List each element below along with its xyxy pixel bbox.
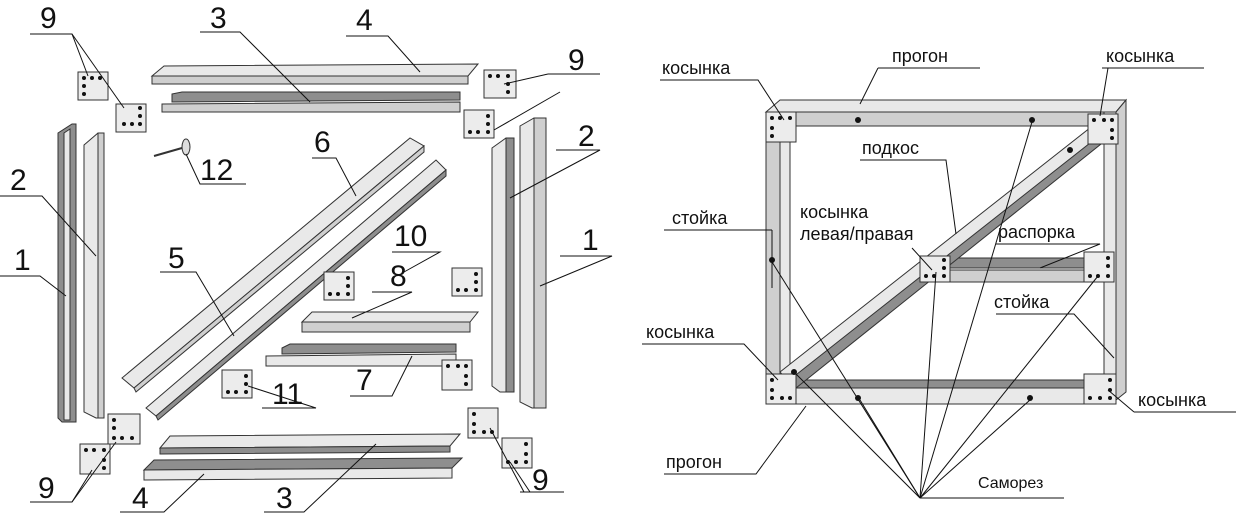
gusset-frame-bottom-left xyxy=(765,373,797,405)
label-post-left: стойка xyxy=(672,208,728,228)
gusset-10-a xyxy=(323,271,355,301)
part-number-12: 12 xyxy=(200,154,233,187)
part-number-9: 9 xyxy=(40,2,57,35)
gusset-bottom-left-1 xyxy=(107,413,141,445)
label-brace: подкос xyxy=(862,138,919,158)
post-profile-right-1 xyxy=(519,117,547,409)
gusset-top-left-2 xyxy=(115,103,147,133)
gusset-bottom-left-2 xyxy=(79,443,111,475)
brace-profile-5 xyxy=(121,137,425,393)
purlin-profile-top-3 xyxy=(161,91,461,113)
brace-profile-6 xyxy=(145,159,447,421)
frame-body xyxy=(764,98,1128,405)
gusset-top-right-1 xyxy=(483,69,517,99)
part-number-2: 2 xyxy=(10,164,27,197)
assembled-frame-view: косынка прогон косынка подкос стойка кос… xyxy=(642,46,1236,499)
label-screw: Саморез xyxy=(978,475,1043,492)
label-gusset-bottom-right: косынка xyxy=(1138,390,1207,410)
purlin-profile-bottom-4 xyxy=(142,457,464,481)
part-number-6: 6 xyxy=(314,126,331,159)
spacer-profile-7 xyxy=(265,343,457,367)
gusset-near-7 xyxy=(441,359,473,391)
post-profile-right-2 xyxy=(491,137,515,393)
part-number-9: 9 xyxy=(568,44,585,77)
part-number-11: 11 xyxy=(272,378,303,411)
leader-lines-left xyxy=(0,31,613,513)
gusset-top-right-2 xyxy=(463,109,495,139)
part-number-9: 9 xyxy=(38,472,55,505)
label-gusset-bottom-left: косынка xyxy=(646,322,715,342)
gusset-frame-mid-left xyxy=(919,255,951,283)
gusset-11 xyxy=(221,369,253,399)
gusset-frame-bottom-right xyxy=(1083,373,1117,405)
part-number-3: 3 xyxy=(276,482,293,515)
part-number-5: 5 xyxy=(168,242,185,275)
leader-lines-right xyxy=(642,67,1236,499)
part-number-10: 10 xyxy=(394,220,427,253)
gusset-top-left-1 xyxy=(77,71,109,101)
label-gusset-top-right: косынка xyxy=(1106,46,1175,66)
part-number-4: 4 xyxy=(132,482,149,515)
part-number-9: 9 xyxy=(532,464,549,497)
label-gusset-lr-line1: косынка xyxy=(800,202,869,222)
gusset-frame-top-left xyxy=(765,111,797,143)
gusset-bottom-right-2 xyxy=(501,437,533,469)
spacer-profile-8 xyxy=(300,311,480,333)
post-profile-left-1 xyxy=(57,123,77,423)
label-purlin-bottom: прогон xyxy=(666,452,722,472)
part-number-1: 1 xyxy=(582,224,599,257)
purlin-profile-top-4 xyxy=(150,63,480,85)
part-number-4: 4 xyxy=(356,4,373,37)
exploded-view: 9 3 4 9 12 6 2 2 10 1 5 1 8 7 11 9 9 4 3 xyxy=(0,2,613,515)
gusset-10-b xyxy=(451,267,483,297)
purlin-profile-bottom-3 xyxy=(158,433,462,455)
post-profile-left-2 xyxy=(83,132,105,419)
label-purlin-top: прогон xyxy=(892,46,948,66)
gusset-frame-mid-right xyxy=(1083,251,1115,283)
part-number-1: 1 xyxy=(14,244,31,277)
screw-icon xyxy=(153,138,191,157)
label-spacer: распорка xyxy=(998,222,1076,242)
part-number-7: 7 xyxy=(356,364,373,397)
part-number-8: 8 xyxy=(390,260,407,293)
label-gusset-top-left: косынка xyxy=(662,58,731,78)
part-number-3: 3 xyxy=(210,2,227,35)
label-post-right: стойка xyxy=(994,292,1050,312)
gusset-frame-top-right xyxy=(1087,113,1119,145)
gusset-bottom-right-1 xyxy=(467,407,499,439)
label-gusset-lr-line2: левая/правая xyxy=(800,224,914,244)
screw-points xyxy=(769,117,1073,401)
part-number-2: 2 xyxy=(578,120,595,153)
